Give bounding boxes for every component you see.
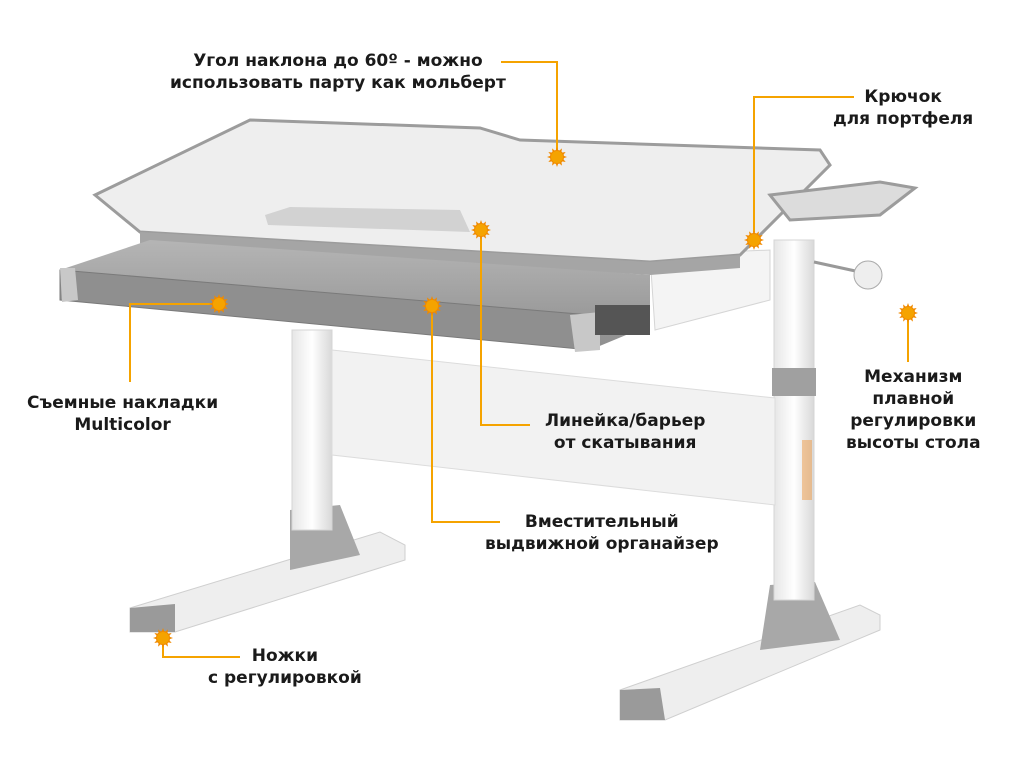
- callout-overlays: Съемные накладки Multicolor: [27, 392, 218, 436]
- callout-text: Механизм: [864, 367, 963, 387]
- callout-text: Крючок: [864, 87, 942, 107]
- right-leg: [773, 239, 815, 601]
- callout-legs: Ножки с регулировкой: [208, 645, 362, 689]
- drawer-organizer: [59, 240, 650, 352]
- callout-text: Линейка/барьер: [545, 411, 706, 431]
- callout-text: использовать парту как мольберт: [170, 73, 506, 93]
- callout-text: для портфеля: [833, 109, 974, 129]
- height-collar: [772, 368, 816, 396]
- callout-organizer: Вместительный выдвижной органайзер: [485, 511, 719, 555]
- callout-marker-icon: [547, 147, 567, 167]
- crank-handle: [853, 260, 883, 290]
- callout-text: регулировки: [850, 411, 977, 431]
- height-scale: [802, 440, 812, 500]
- callout-text: Ножки: [251, 646, 319, 666]
- callout-ruler: Линейка/барьер от скатывания: [545, 410, 705, 454]
- callout-marker-icon: [209, 294, 229, 314]
- left-foot: [129, 505, 406, 633]
- callout-hook: Крючок для портфеля: [833, 86, 973, 130]
- left-leg: [291, 329, 333, 531]
- callout-text: высоты стола: [846, 433, 981, 453]
- crossbar: [331, 349, 776, 506]
- right-foot: [619, 582, 881, 721]
- callout-text: Съемные накладки: [27, 393, 219, 413]
- callout-tilt: Угол наклона до 60º - можно использовать…: [170, 50, 506, 94]
- callout-text: плавной: [872, 389, 955, 409]
- callout-mechanism: Механизм плавной регулировки высоты стол…: [846, 366, 981, 454]
- callout-lines: [129, 61, 909, 658]
- callout-marker-icon: [153, 628, 173, 648]
- callout-text: Вместительный: [524, 512, 679, 532]
- callout-text: от скатывания: [553, 433, 697, 453]
- callout-text: с регулировкой: [208, 668, 362, 688]
- callout-marker-icon: [744, 230, 764, 250]
- callout-marker-icon: [422, 296, 442, 316]
- desk-top: [92, 118, 919, 275]
- callout-marker-icon: [471, 220, 491, 240]
- callout-text: Угол наклона до 60º - можно: [193, 51, 483, 71]
- callout-text: Multicolor: [74, 415, 171, 435]
- callout-text: выдвижной органайзер: [485, 534, 719, 554]
- callout-marker-icon: [898, 303, 918, 323]
